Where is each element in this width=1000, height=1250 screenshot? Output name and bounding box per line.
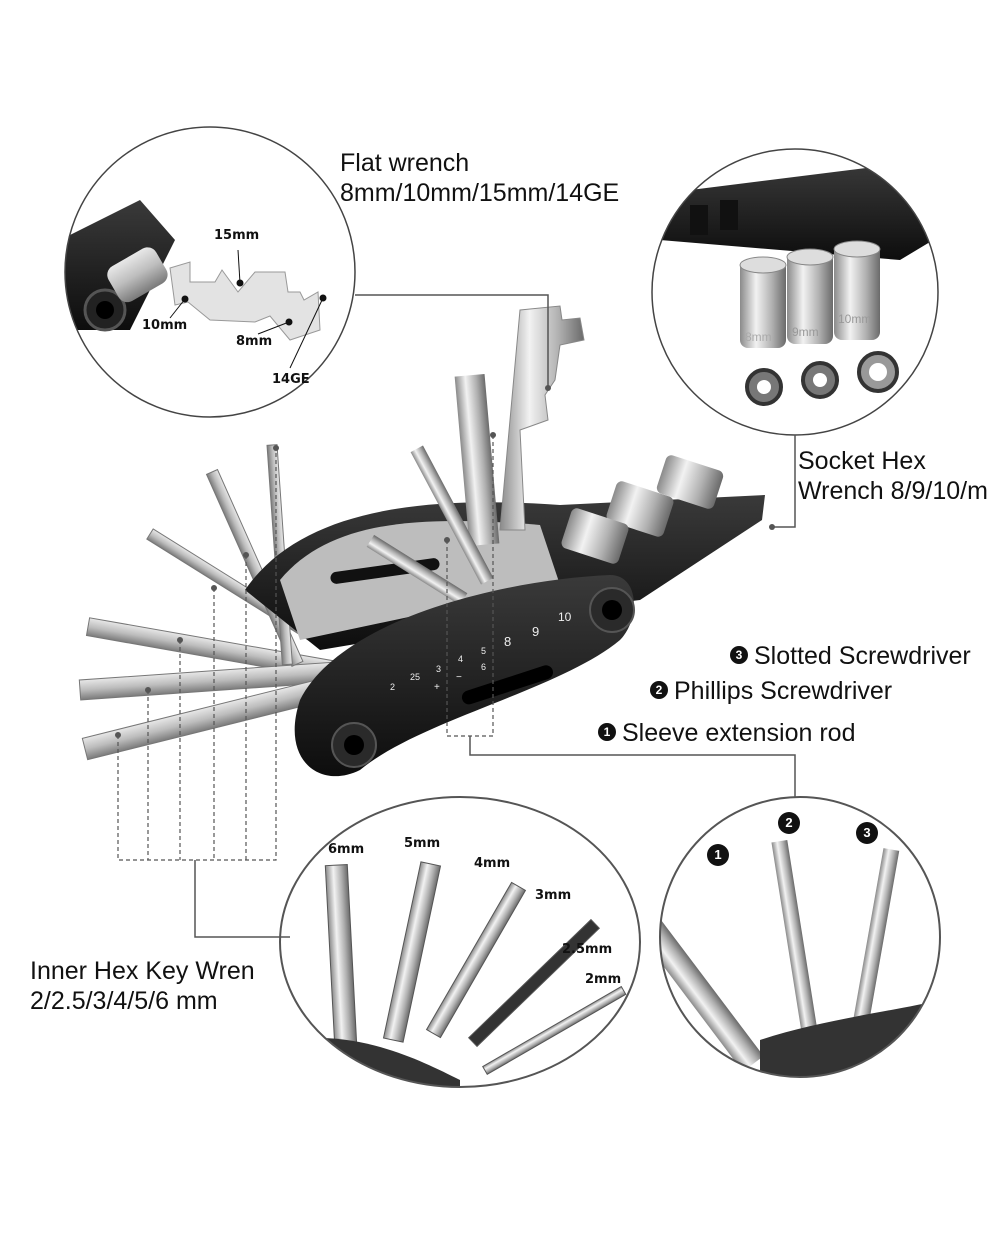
socket-detail-circle — [652, 160, 938, 406]
hex-key-callout: Inner Hex Key Wren 2/2.5/3/4/5/6 mm — [30, 956, 255, 1016]
hex-key-label-2-5mm: 2.5mm — [562, 942, 613, 957]
detail-badge-3-icon: 3 — [856, 822, 878, 844]
badge-3-icon: 3 — [730, 646, 748, 665]
marking: + — [434, 682, 440, 693]
flat-wrench-label-10mm: 10mm — [142, 318, 188, 333]
multitool-main — [78, 305, 765, 777]
flat-wrench-label-14ge: 14GE — [272, 372, 310, 387]
hex-key-title: Inner Hex Key Wren — [30, 957, 255, 985]
marking: 25 — [410, 672, 421, 682]
socket-hex-callout: Socket Hex Wrench 8/9/10/m — [798, 446, 988, 506]
hex-key-sizes: 2/2.5/3/4/5/6 mm — [30, 987, 218, 1015]
hex-key-label-5mm: 5mm — [404, 836, 441, 851]
detail-badge-1-icon: 1 — [707, 844, 729, 866]
flat-wrench-callout: Flat wrench 8mm/10mm/15mm/14GE — [340, 148, 619, 208]
socket-engraving-9mm: 9mm — [792, 325, 819, 339]
screwdriver-item-label: Phillips Screwdriver — [674, 677, 893, 705]
leader-lines — [194, 294, 796, 938]
screwdriver-item-label: Sleeve extension rod — [622, 719, 856, 747]
marking: 10 — [558, 610, 572, 624]
hex-key-dashed-leaders — [117, 435, 494, 861]
marking: 6 — [481, 662, 487, 672]
screwdriver-detail-circle — [660, 839, 940, 1077]
screwdriver-item-slotted: 3 Slotted Screwdriver — [730, 641, 971, 671]
marking: − — [456, 672, 462, 683]
marking: 8 — [504, 634, 512, 649]
marking: 3 — [436, 664, 442, 674]
marking: 9 — [532, 624, 540, 639]
flat-wrench-label-8mm: 8mm — [236, 334, 273, 349]
socket-hex-sizes: Wrench 8/9/10/m — [798, 477, 988, 505]
flat-wrench-title: Flat wrench — [340, 149, 470, 177]
flat-wrench-detail-leaders — [169, 249, 327, 369]
socket-engraving-8mm: 8mm — [745, 330, 772, 344]
socket-engraving-10mm: 10mm — [838, 312, 872, 326]
flat-wrench-sizes: 8mm/10mm/15mm/14GE — [340, 179, 620, 207]
screwdriver-item-label: Slotted Screwdriver — [754, 642, 971, 670]
flat-wrench-detail-circle — [65, 200, 321, 341]
screwdriver-item-sleeve: 1 Sleeve extension rod — [598, 718, 855, 748]
marking: 2 — [390, 682, 396, 692]
hex-key-label-3mm: 3mm — [535, 888, 572, 903]
hex-key-label-4mm: 4mm — [474, 856, 511, 871]
tool-body-markings: 2 25 3 + 4 − 5 6 8 9 10 — [386, 598, 586, 698]
socket-hex-title: Socket Hex — [798, 447, 926, 475]
flat-wrench-label-15mm: 15mm — [214, 228, 260, 243]
badge-2-icon: 2 — [650, 681, 668, 700]
marking: 4 — [458, 654, 464, 664]
badge-1-icon: 1 — [598, 723, 616, 742]
detail-badge-2-icon: 2 — [778, 812, 800, 834]
hex-key-label-2mm: 2mm — [585, 972, 622, 987]
hex-key-label-6mm: 6mm — [328, 842, 365, 857]
screwdriver-item-phillips: 2 Phillips Screwdriver — [650, 676, 892, 706]
marking: 5 — [481, 646, 487, 656]
